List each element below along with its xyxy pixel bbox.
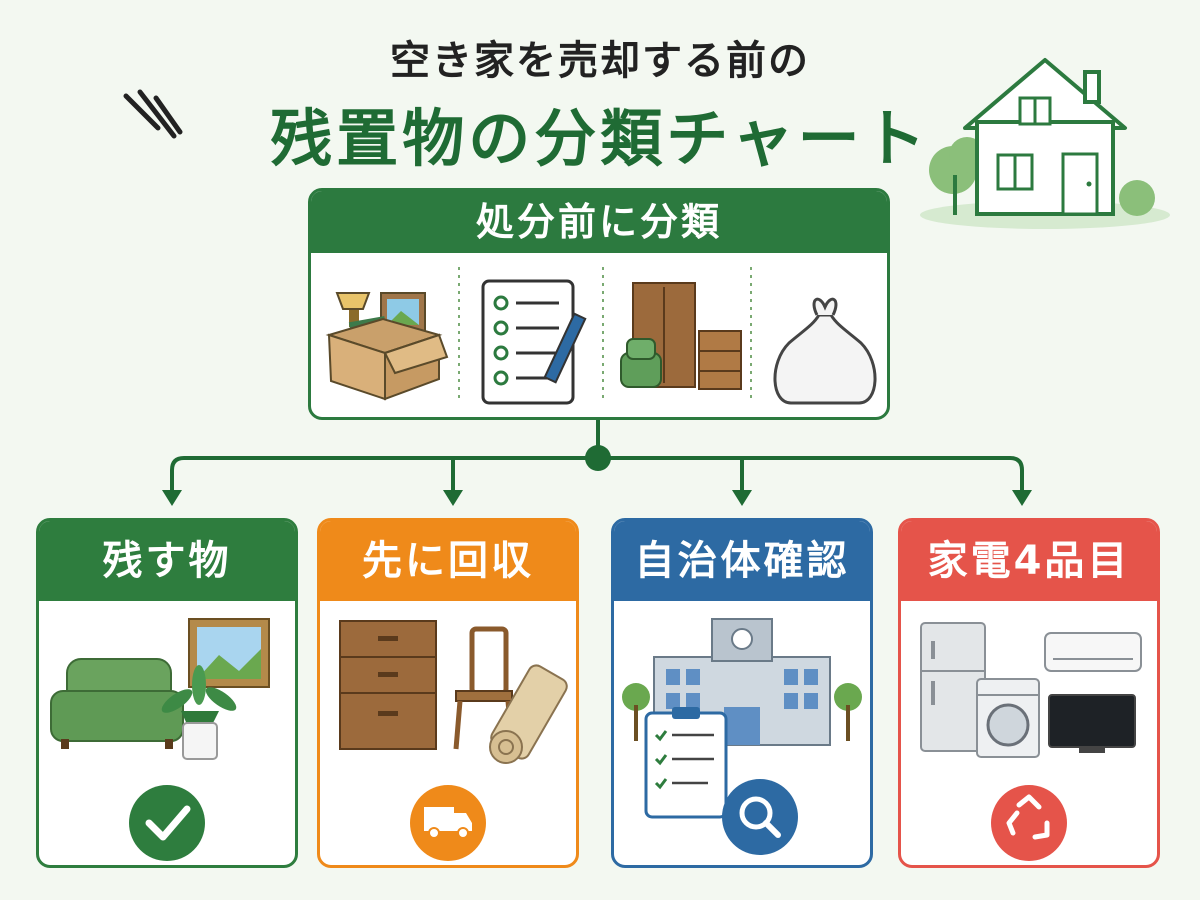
clipboard-checklist-icon [644, 707, 728, 819]
truck-icon [410, 785, 486, 861]
category-label: 家電4品目 [901, 521, 1157, 601]
rolled-rug-icon [489, 664, 568, 764]
checkmark-icon [129, 785, 205, 861]
trash-bag-icon [773, 297, 877, 405]
washing-machine-icon [976, 678, 1040, 758]
keep-illustration [50, 618, 270, 861]
furniture-icon [620, 282, 742, 390]
category-keep: 残す物 [36, 518, 298, 868]
cardboard-box-icon [325, 292, 449, 401]
accent-lines-icon [123, 89, 183, 139]
recycle-icon [991, 785, 1067, 861]
municipality-illustration [622, 618, 862, 855]
connector-tree [162, 420, 1032, 506]
top-category-box: 処分前に分類 [308, 188, 890, 420]
collect-illustration [339, 620, 568, 861]
category-label: 先に回収 [320, 521, 576, 601]
category-appliances: 家電4品目 [898, 518, 1160, 868]
city-hall-icon [622, 618, 862, 746]
category-label: 残す物 [39, 521, 295, 601]
house-icon [920, 58, 1170, 229]
sofa-icon [50, 658, 184, 749]
plant-icon [161, 665, 237, 760]
top-icons-row [325, 267, 877, 405]
dresser-icon [339, 620, 437, 750]
search-icon [722, 779, 798, 855]
category-label: 自治体確認 [614, 521, 870, 601]
refrigerator-icon [920, 622, 986, 752]
television-icon [1048, 694, 1136, 753]
page-title: 残置物の分類チャート [270, 102, 930, 175]
category-municipality: 自治体確認 [611, 518, 873, 868]
arrow-icon [732, 490, 752, 506]
top-box-label: 処分前に分類 [311, 191, 887, 253]
arrow-icon [1012, 490, 1032, 506]
category-collect-first: 先に回収 [317, 518, 579, 868]
appliances-illustration [920, 622, 1142, 861]
air-conditioner-icon [1044, 632, 1142, 672]
arrow-icon [162, 490, 182, 506]
checklist-icon [481, 279, 587, 405]
page-subtitle: 空き家を売却する前の [390, 38, 810, 84]
arrow-icon [443, 490, 463, 506]
